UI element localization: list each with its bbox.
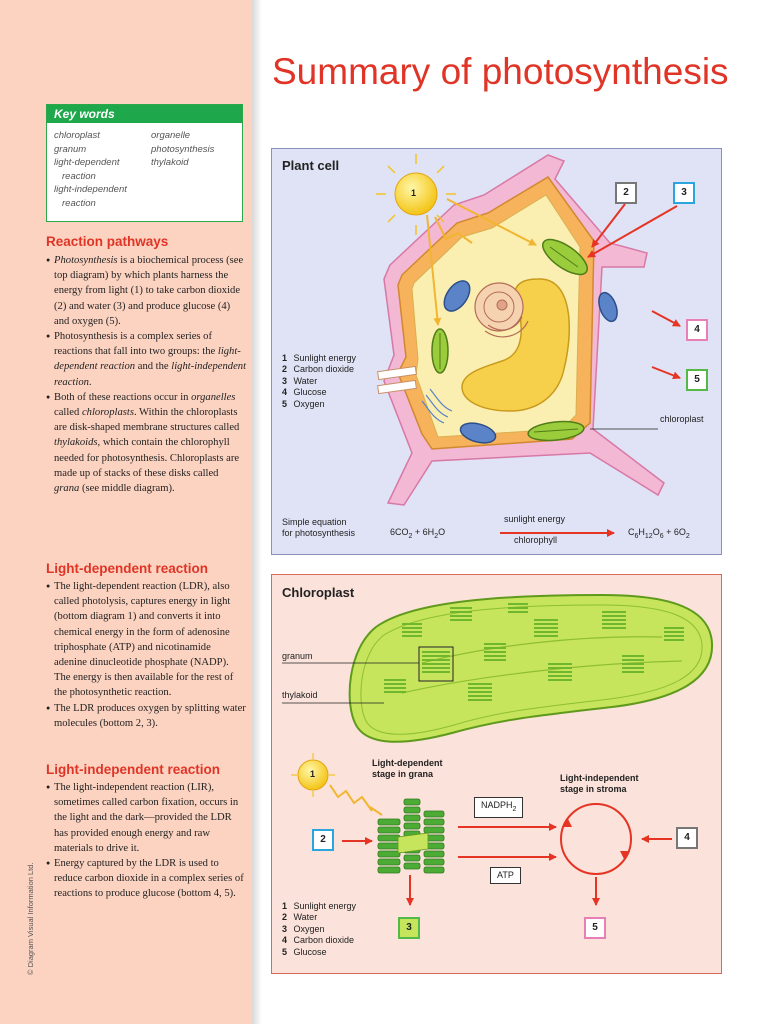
legend-item: 2 Carbon dioxide bbox=[282, 364, 355, 375]
plant-cell-title: Plant cell bbox=[282, 158, 340, 173]
legend-item: 4 Glucose bbox=[282, 387, 327, 398]
number-box-5: 5 bbox=[686, 369, 708, 391]
sun-rays bbox=[291, 753, 335, 797]
key-words-column-2: organelle photosynthesis thylakoid bbox=[151, 129, 241, 170]
legend-item: 3 Oxygen bbox=[282, 923, 325, 934]
equation-caption: Simple equation for photosynthesis bbox=[282, 517, 356, 539]
bullet-item: The LDR produces oxygen by splitting wat… bbox=[46, 701, 246, 731]
equation-condition-bottom: chlorophyll bbox=[514, 535, 558, 545]
number-box-5: 5 bbox=[584, 917, 606, 939]
grana-stacks bbox=[384, 601, 684, 703]
sun-number: 1 bbox=[310, 769, 316, 779]
chloroplast-organelle bbox=[431, 328, 449, 374]
light-dependent-stage-label: Light-dependent stage in grana bbox=[372, 758, 443, 780]
key-word: light-independent bbox=[54, 184, 127, 196]
sidebar-edge-shadow bbox=[252, 0, 262, 1024]
bullet-item: Energy captured by the LDR is used to re… bbox=[46, 856, 246, 902]
key-words-column-1: chloroplast granum light-dependent react… bbox=[54, 129, 149, 211]
plant-cell-legend: 1 Sunlight energy 2 Carbon dioxide 3 Wat… bbox=[282, 353, 356, 410]
granum-label: granum bbox=[282, 651, 313, 661]
legend-item: 1 Sunlight energy bbox=[282, 901, 357, 911]
sun-number: 1 bbox=[411, 188, 417, 198]
chloroplast-legend: 1 Sunlight energy 2 Water 3 Oxygen 4 Car… bbox=[282, 901, 356, 958]
legend-item: 3 Water bbox=[282, 375, 318, 386]
thylakoid-label: thylakoid bbox=[282, 690, 318, 700]
key-word: chloroplast bbox=[54, 130, 100, 141]
mitochondrion bbox=[459, 422, 497, 444]
key-word: reaction bbox=[62, 197, 96, 209]
legend-item: 5 Glucose bbox=[282, 946, 327, 957]
reaction-pathways-heading: Reaction pathways bbox=[46, 234, 169, 249]
chloroplast-panel: Chloroplast bbox=[271, 574, 722, 974]
bullet-item: Both of these reactions occur in organel… bbox=[46, 390, 246, 496]
bullet-item: Photosynthesis is a biochemical process … bbox=[46, 253, 246, 329]
nadph-label: NADPH2 bbox=[474, 797, 524, 819]
number-box-3: 3 bbox=[673, 182, 695, 204]
number-box-2: 2 bbox=[615, 182, 637, 204]
sun-icon bbox=[297, 759, 329, 791]
equation-reactants: 6CO2 + 6H2O bbox=[390, 527, 446, 540]
legend-item: 2 Water bbox=[282, 912, 318, 923]
calvin-cycle bbox=[560, 803, 632, 875]
chloroplast-body bbox=[348, 593, 714, 743]
reaction-pathways-text: Photosynthesis is a biochemical process … bbox=[46, 253, 246, 496]
number-box-3: 3 bbox=[398, 917, 420, 939]
mitochondrion bbox=[443, 280, 471, 312]
chloroplast-organelle bbox=[527, 420, 585, 442]
key-word: organelle bbox=[151, 130, 191, 141]
light-independent-text: The light-independent reaction (LIR), so… bbox=[46, 780, 246, 902]
key-word: granum bbox=[54, 143, 87, 155]
plant-cell-diagram bbox=[376, 154, 681, 537]
bullet-item: Photosynthesis is a complex series of re… bbox=[46, 329, 246, 390]
key-words-box: Key words chloroplast granum light-depen… bbox=[46, 104, 243, 222]
copyright-notice: © Diagram Visual Information Ltd. bbox=[26, 862, 35, 975]
page-title: Summary of photosynthesis bbox=[272, 51, 729, 92]
chloroplast-label: chloroplast bbox=[660, 414, 704, 424]
mitochondrion bbox=[598, 291, 618, 323]
light-independent-heading: Light-independent reaction bbox=[46, 762, 220, 777]
number-box-4: 4 bbox=[686, 319, 708, 341]
bullet-item: The light-independent reaction (LIR), so… bbox=[46, 780, 246, 856]
key-words-heading: Key words bbox=[47, 105, 242, 123]
number-box-4: 4 bbox=[676, 827, 698, 849]
light-independent-stage-label: Light-independent stage in stroma bbox=[560, 773, 639, 795]
legend-item: 5 Oxygen bbox=[282, 398, 325, 409]
chloroplast-title: Chloroplast bbox=[282, 585, 355, 600]
key-word: thylakoid bbox=[151, 157, 189, 169]
bullet-item: The light-dependent reaction (LDR), also… bbox=[46, 579, 246, 701]
equation-products: C6H12O6 + 6O2 bbox=[628, 527, 690, 540]
key-word: light-dependent bbox=[54, 157, 120, 169]
sun-icon bbox=[394, 172, 438, 216]
light-dependent-heading: Light-dependent reaction bbox=[46, 561, 208, 576]
chloroplast-organelle bbox=[542, 238, 588, 276]
light-dependent-text: The light-dependent reaction (LDR), also… bbox=[46, 579, 246, 731]
sun-rays bbox=[376, 154, 456, 235]
legend-item: 4 Carbon dioxide bbox=[282, 935, 355, 946]
number-box-2: 2 bbox=[312, 829, 334, 851]
chloroplast-diagram bbox=[282, 593, 714, 906]
key-word: photosynthesis bbox=[151, 143, 215, 155]
plant-cell-panel: Plant cell bbox=[271, 148, 722, 555]
atp-label: ATP bbox=[490, 867, 521, 885]
key-word: reaction bbox=[62, 170, 96, 182]
equation-condition-top: sunlight energy bbox=[504, 514, 566, 524]
legend-item: 1 Sunlight energy bbox=[282, 353, 357, 363]
